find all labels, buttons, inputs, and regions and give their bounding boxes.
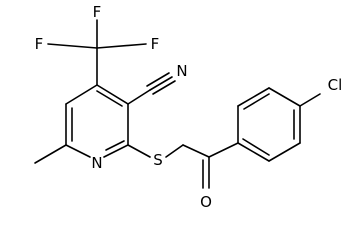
bond-triple-b — [146, 72, 170, 87]
bond-ar5 — [237, 87, 270, 107]
bond-cf3-f3 — [96, 43, 147, 49]
bond-ar1 — [237, 142, 270, 162]
bond-n1-c2 — [103, 144, 129, 158]
chemical-structure: F F F N N S O Cl — [34, 3, 343, 211]
bond-c3-c4-inner — [96, 90, 123, 107]
fluorine-label-left: F — [35, 35, 44, 53]
bond-s-ch2 — [165, 144, 184, 158]
pyridine-ring — [65, 84, 129, 158]
bond-c6-n1 — [65, 144, 91, 158]
bond-ar-cl — [299, 93, 321, 107]
bond-triple-a — [149, 76, 173, 91]
trifluoromethyl-group — [47, 19, 147, 86]
bond-c3-c4 — [96, 84, 129, 105]
atom-labels: F F F N N S O Cl — [35, 3, 343, 211]
nitrile-nitrogen-label: N — [176, 62, 187, 80]
bond-ch2-co — [182, 144, 210, 158]
fluorine-label-top: F — [93, 3, 102, 21]
bond-triple-c — [152, 80, 176, 95]
bond-ar1-inner — [242, 138, 270, 156]
nitrile-group — [127, 72, 176, 105]
oxygen-label: O — [200, 193, 212, 211]
bond-ar2 — [268, 142, 301, 162]
bond-co-ar — [208, 142, 239, 158]
bond-c2-s — [127, 144, 151, 158]
ring-nitrogen-label: N — [91, 154, 102, 172]
bond-cf3-f2 — [47, 43, 98, 49]
thioether-linker — [127, 144, 210, 158]
chlorine-label: Cl — [328, 76, 343, 94]
fluorine-label-right: F — [151, 35, 160, 53]
chlorophenyl-ring — [208, 87, 321, 162]
bond-c4-c5 — [65, 84, 98, 105]
bond-c3-cn — [127, 89, 151, 105]
bond-methyl — [34, 144, 67, 164]
bond-ar4 — [268, 87, 301, 107]
sulfur-label: S — [153, 151, 163, 169]
bond-ar5-inner — [243, 93, 270, 110]
carbonyl-group — [202, 156, 210, 189]
bond-n1-c2-inner — [105, 140, 125, 151]
